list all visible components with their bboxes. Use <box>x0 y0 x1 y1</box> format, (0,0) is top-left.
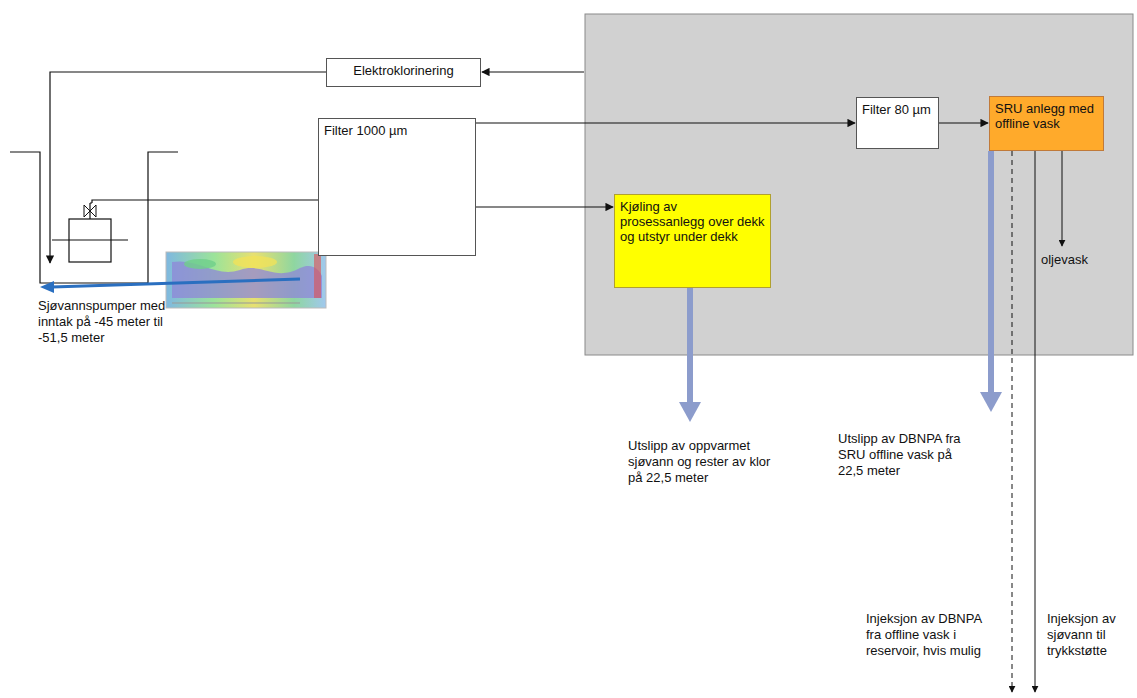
process-box: Elektroklorinering <box>326 58 481 87</box>
filter-box: Filter 1000 µm <box>318 118 476 256</box>
flow-connector <box>939 122 988 123</box>
note-label: Sjøvannspumper med inntak på -45 meter t… <box>38 298 166 346</box>
node-text: Elektroklorinering <box>327 59 480 82</box>
node-text: Filter 80 µm <box>857 98 938 121</box>
note-label: Injeksjon av DBNPA fra offline vask i re… <box>866 611 994 659</box>
node-text: SRU anlegg med offline vask <box>990 97 1103 135</box>
platform-area <box>585 14 1133 355</box>
wire <box>482 71 584 72</box>
flow-connector <box>476 206 613 207</box>
node-text: Kjøling av prosessanlegg over dekk og ut… <box>615 195 770 248</box>
node-text: Filter 1000 µm <box>319 119 475 142</box>
wire <box>50 72 326 263</box>
process-box: Kjøling av prosessanlegg over dekk og ut… <box>614 194 771 288</box>
note-label: Utslipp av DBNPA fra SRU offline vask på… <box>838 431 968 479</box>
filter-box: Filter 80 µm <box>856 97 939 149</box>
note-label: Injeksjon av sjøvann til trykkstøtte <box>1047 611 1133 659</box>
pump-pit <box>10 152 178 283</box>
discharge-arrow <box>988 151 994 394</box>
injection-line <box>1035 151 1036 692</box>
process-box: SRU anlegg med offline vask <box>989 96 1104 151</box>
discharge-arrow <box>980 392 1002 412</box>
discharge-arrow <box>679 402 701 422</box>
note-label: oljevask <box>1041 252 1111 268</box>
oil-wash-line <box>1062 151 1063 246</box>
intake-arrow <box>52 279 300 287</box>
flow-connector <box>476 122 855 123</box>
valve-symbol <box>84 205 96 217</box>
intake-arrow <box>40 281 54 293</box>
discharge-arrow <box>687 288 693 404</box>
pump-symbol <box>52 239 128 240</box>
wire <box>92 200 318 203</box>
injection-line <box>1012 151 1013 692</box>
note-label: Utslipp av oppvarmet sjøvann og rester a… <box>628 438 778 486</box>
